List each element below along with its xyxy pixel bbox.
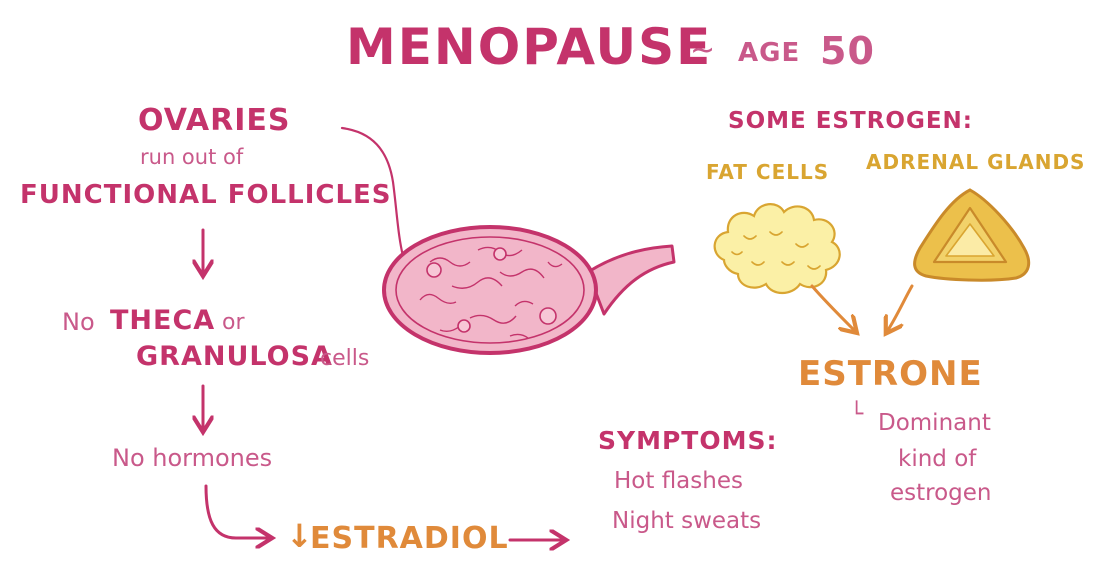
ovaries-label: OVARIES — [138, 103, 291, 138]
arrow-adrenal-to-estrone — [888, 284, 914, 330]
fat-cells-label: FAT CELLS — [706, 160, 830, 184]
no-word: No — [62, 308, 95, 336]
symptom-item: Night sweats — [612, 508, 762, 534]
title-tilde: ~ — [690, 33, 716, 68]
symptom-item: Hot flashes — [614, 468, 743, 494]
symptoms-heading: SYMPTOMS: — [598, 426, 778, 455]
or-word: or — [222, 310, 245, 335]
arrow-hormones-to-estradiol — [204, 484, 268, 538]
estrone-note-bracket: └ — [850, 402, 864, 427]
some-estrogen-heading: SOME ESTROGEN: — [728, 108, 973, 134]
adrenal-glands-label: ADRENAL GLANDS — [866, 150, 1086, 174]
cells-word: cells — [320, 346, 370, 371]
arrow-fat-to-estrone — [810, 284, 854, 330]
no-hormones-text: No hormones — [112, 444, 273, 472]
ovary-illustration — [340, 126, 676, 355]
functional-follicles-label: FUNCTIONAL FOLLICLES — [20, 180, 392, 210]
adrenal-gland-illustration — [913, 188, 1031, 282]
fat-cells-illustration — [713, 203, 841, 295]
run-out-of-text: run out of — [140, 145, 244, 169]
page-title: MENOPAUSE — [346, 18, 713, 76]
granulosa-label: GRANULOSA — [136, 341, 333, 372]
estradiol-down-arrow: ↓ — [286, 517, 314, 555]
theca-label: THECA — [110, 305, 216, 336]
title-age-label: AGE — [738, 38, 801, 68]
estrone-note-line: Dominant — [878, 410, 991, 436]
estradiol-label: ESTRADIOL — [310, 521, 509, 556]
estrone-label: ESTRONE — [798, 354, 983, 394]
estrone-note-line: kind of — [898, 446, 977, 472]
estrone-note-line: estrogen — [890, 480, 992, 506]
title-age-value: 50 — [820, 29, 875, 73]
